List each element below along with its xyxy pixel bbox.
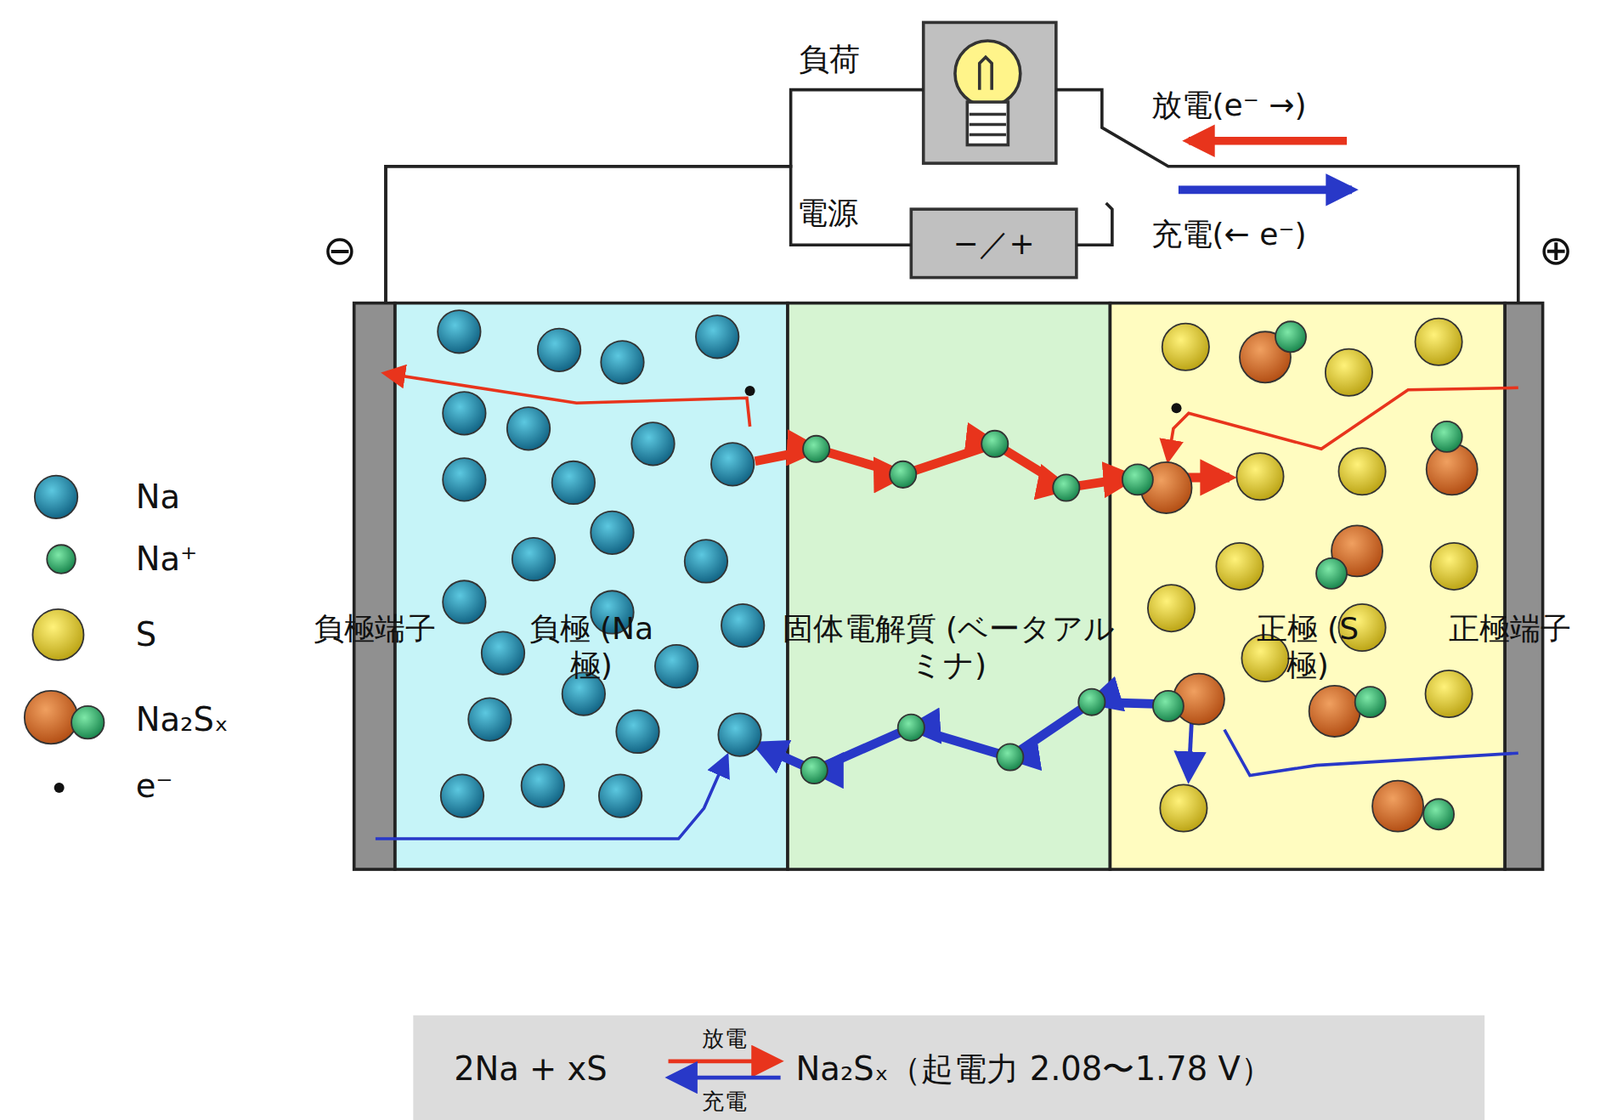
sodium-atom	[481, 631, 525, 674]
electron-dot	[1171, 402, 1182, 413]
circuit-wire	[385, 90, 924, 304]
negative-electrode: 負極 (Na極)	[395, 303, 788, 870]
legend-label: Na	[135, 477, 181, 517]
sodium-ion	[1078, 689, 1105, 716]
sodium-ion	[1423, 798, 1454, 830]
sodium-atom	[442, 391, 486, 435]
sodium-ion	[1122, 463, 1154, 495]
node-label: 固体電解質 (ベータアルミナ)	[780, 610, 1118, 684]
equation-term: Na₂Sₓ（起電力 2.08〜1.78 V）	[796, 1049, 1274, 1089]
power-source-box: 電源−／+	[910, 209, 1077, 278]
sodium-atom	[537, 328, 581, 372]
charge-label: 充電(← e⁻)	[1151, 216, 1307, 254]
positive-electrode: 正極 (S極)	[1109, 303, 1505, 870]
sodium-atom	[711, 442, 754, 486]
sodium-ion	[1052, 474, 1080, 501]
sulfur-atom	[1425, 670, 1473, 718]
sodium-atom	[600, 340, 644, 384]
negative-terminal: 負極端子	[354, 303, 396, 870]
sodium-atom	[599, 774, 642, 817]
sodium-atom	[442, 580, 486, 623]
legend-label: e⁻	[135, 766, 174, 806]
sulfur-atom	[1325, 349, 1373, 396]
sulfur-atom	[1338, 447, 1386, 495]
sodium-ion	[898, 714, 925, 741]
legend-label: Na⁺	[135, 539, 198, 579]
sodium-ion	[1431, 421, 1463, 453]
sulfur-atom	[1415, 318, 1463, 366]
sulfur-atom	[1162, 323, 1210, 371]
sodium-atom	[552, 461, 595, 504]
reaction-direction: 充電	[701, 1088, 747, 1116]
legend-label: S	[135, 615, 157, 655]
sodium-ion	[1355, 686, 1386, 718]
sodium-ion	[1275, 321, 1307, 352]
circuit-wire	[385, 166, 911, 304]
sodium-atom	[590, 511, 634, 555]
sodium-atom	[655, 644, 698, 688]
legend-label: Na₂Sₓ	[135, 700, 229, 740]
node-label: 正極 (S極)	[1236, 610, 1380, 684]
terminal-sign: ⊖	[322, 225, 357, 275]
positive-terminal: 正極端子	[1504, 303, 1543, 870]
sodium-atom	[440, 774, 484, 817]
equation-term: 2Na + xS	[453, 1049, 607, 1089]
sodium-atom	[684, 539, 728, 583]
legend-sulfur-symbol	[32, 609, 84, 661]
node-label: 負荷	[798, 40, 860, 78]
sodium-polysulfide	[1372, 780, 1424, 832]
load-box: 負荷	[923, 22, 1057, 164]
sodium-atom	[721, 604, 764, 647]
sodium-ion	[1316, 558, 1347, 589]
electron-dot	[745, 385, 756, 396]
sodium-ion	[802, 435, 830, 463]
sodium-atom	[718, 712, 761, 756]
sodium-ion	[996, 743, 1024, 770]
node-label: 負極端子	[272, 610, 477, 647]
solid-electrolyte: 固体電解質 (ベータアルミナ)	[787, 303, 1110, 870]
sulfur-atom	[1147, 584, 1195, 632]
terminal-sign: ⊕	[1538, 225, 1573, 275]
sodium-ion	[889, 461, 916, 488]
sulfur-atom	[1430, 542, 1478, 590]
sodium-atom	[521, 763, 565, 807]
node-label: 正極端子	[1428, 610, 1592, 647]
legend-electron-symbol	[54, 782, 65, 793]
sodium-atom	[616, 710, 659, 753]
sodium-atom	[695, 315, 739, 358]
legend-ion-symbol	[46, 544, 76, 574]
discharge-label: 放電(e⁻ →)	[1151, 86, 1307, 124]
sodium-ion	[1153, 690, 1184, 722]
reaction-direction: 放電	[701, 1025, 747, 1053]
sulfur-atom	[1159, 784, 1207, 832]
legend-sodium-symbol	[34, 475, 78, 519]
sodium-atom	[437, 310, 481, 353]
sodium-atom	[468, 697, 511, 741]
sulfur-atom	[1236, 452, 1284, 500]
sodium-polysulfide	[1309, 685, 1361, 737]
sodium-atom	[442, 457, 486, 501]
node-label: 負極 (Na極)	[514, 610, 668, 684]
legend-polysulfide-symbol	[24, 690, 78, 744]
node-label: 電源	[797, 194, 859, 232]
sodium-ion	[981, 430, 1008, 458]
sulfur-atom	[1215, 542, 1263, 590]
sodium-atom	[631, 422, 674, 465]
sodium-ion	[801, 757, 828, 784]
legend-polysulfide-symbol	[71, 706, 104, 739]
sodium-atom	[512, 537, 555, 581]
node-label: −／+	[910, 225, 1077, 262]
sodium-atom	[507, 407, 550, 450]
